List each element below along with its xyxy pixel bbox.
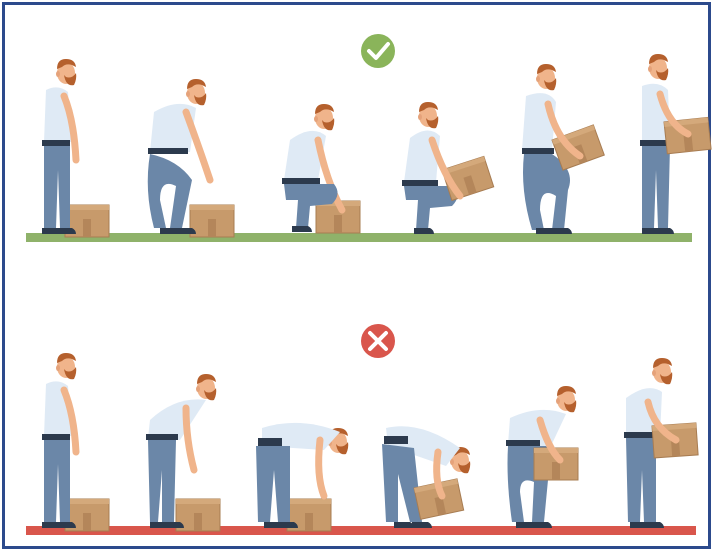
figure-correct-6: [640, 54, 711, 234]
incorrect-row: [26, 324, 698, 535]
figure-incorrect-1: [42, 353, 109, 531]
ground-line-incorrect: [26, 526, 696, 535]
figure-incorrect-6: [624, 358, 698, 528]
figure-correct-4: [402, 102, 494, 234]
correct-row: [26, 34, 711, 242]
figure-correct-1: [42, 59, 109, 237]
figure-incorrect-3: [256, 423, 348, 531]
figure-incorrect-4: [382, 426, 470, 528]
figure-correct-3: [282, 104, 360, 233]
figure-incorrect-2: [146, 374, 220, 531]
cross-icon: [361, 324, 395, 358]
ground-line-correct: [26, 233, 692, 242]
check-icon: [361, 34, 395, 68]
figure-correct-2: [148, 79, 234, 237]
figure-incorrect-5: [506, 386, 578, 528]
figure-correct-5: [522, 64, 604, 234]
